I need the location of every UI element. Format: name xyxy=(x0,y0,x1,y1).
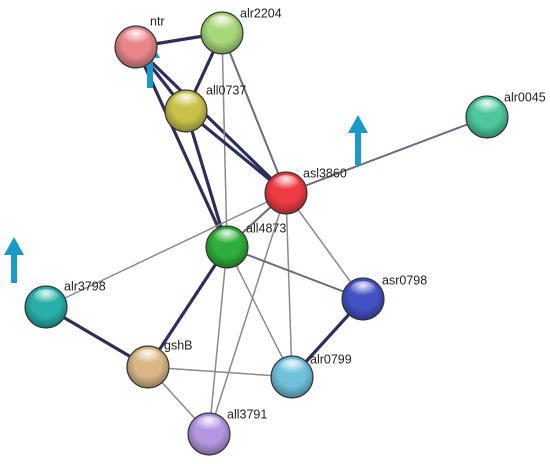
node-alr2204[interactable] xyxy=(200,11,244,55)
node-alr0799[interactable] xyxy=(270,355,314,399)
node-label-alr2204: alr2204 xyxy=(240,6,282,20)
up-arrow-icon xyxy=(348,115,368,165)
edge-asl3860-alr3798 xyxy=(45,192,287,308)
node-label-alr0799: alr0799 xyxy=(310,352,352,366)
node-all3791[interactable] xyxy=(187,412,231,456)
node-label-all0737: all0737 xyxy=(206,83,246,97)
node-layer: ntr alr2204 all0737 alr0045 asl3860 all4873 al… xyxy=(24,6,546,456)
node-label-alr0045: alr0045 xyxy=(504,90,546,104)
edge-all4873-alr0799 xyxy=(226,246,293,378)
edge-all4873-gshB xyxy=(146,246,229,368)
edge-all4873-asr0798 xyxy=(226,246,364,300)
edge-asl3860-all3791 xyxy=(208,192,287,435)
node-label-asl3860: asl3860 xyxy=(303,166,347,180)
node-label-alr3798: alr3798 xyxy=(64,279,106,293)
node-asl3860[interactable] xyxy=(264,171,308,215)
edge-asl3860-alr0799 xyxy=(285,192,293,378)
node-alr0045[interactable] xyxy=(465,95,509,139)
node-all0737[interactable] xyxy=(164,89,208,133)
node-ntr[interactable] xyxy=(114,25,158,69)
edge-asl3860-asr0798 xyxy=(285,192,364,300)
up-arrow-icon xyxy=(4,237,24,283)
node-label-ntr: ntr xyxy=(150,14,165,28)
node-label-asr0798: asr0798 xyxy=(382,273,427,287)
node-gshB[interactable] xyxy=(126,345,170,389)
node-alr3798[interactable] xyxy=(24,285,68,329)
node-all4873[interactable] xyxy=(205,225,249,269)
edge-gshB-alr0799 xyxy=(147,366,293,378)
node-asr0798[interactable] xyxy=(341,277,385,321)
node-label-gshB: gshB xyxy=(164,338,193,352)
edge-all4873-all3791 xyxy=(208,246,228,435)
edge-asl3860-alr0045 xyxy=(285,116,488,194)
arrow-layer xyxy=(4,40,368,283)
edge-alr2204-asl3860 xyxy=(221,32,287,194)
edge-alr2204-all4873 xyxy=(221,32,228,248)
node-label-all4873: all4873 xyxy=(246,221,286,235)
node-label-all3791: all3791 xyxy=(227,407,267,421)
edge-ntr-asl3860 xyxy=(134,45,288,195)
